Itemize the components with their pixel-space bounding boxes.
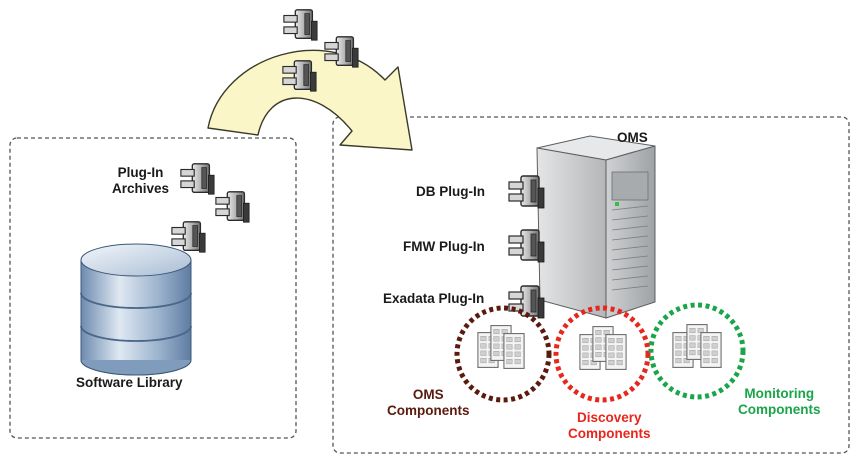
software-library-label: Software Library: [76, 375, 183, 390]
fmw-plugin-icon: [508, 229, 545, 263]
transfer-arrow: [207, 49, 413, 151]
plugin-archive-icon: [171, 221, 206, 253]
oms-server-icon: [536, 135, 656, 319]
monitoring-components-group: [648, 302, 746, 400]
monitoring-components-label: Monitoring Components: [738, 386, 821, 417]
exadata-plugin-label: Exadata Plug-In: [383, 291, 485, 306]
database-icon: [80, 243, 192, 376]
plugin-transit-icon: [283, 9, 318, 41]
fmw-plugin-label: FMW Plug-In: [403, 239, 485, 254]
oms-components-label: OMS Components: [387, 387, 470, 418]
oms-label: OMS: [617, 130, 648, 145]
plugin-archive-icon: [180, 163, 215, 195]
db-plugin-icon: [508, 175, 545, 209]
oms-box: [332, 116, 850, 454]
software-library-box: [9, 137, 297, 439]
oms-components-group: [454, 305, 552, 403]
discovery-components-group: [553, 305, 651, 403]
db-plugin-label: DB Plug-In: [416, 184, 485, 199]
plugin-archives-label: Plug-In Archives: [112, 165, 170, 196]
discovery-components-label: Discovery Components: [568, 410, 651, 441]
plugin-archive-icon: [215, 191, 250, 223]
